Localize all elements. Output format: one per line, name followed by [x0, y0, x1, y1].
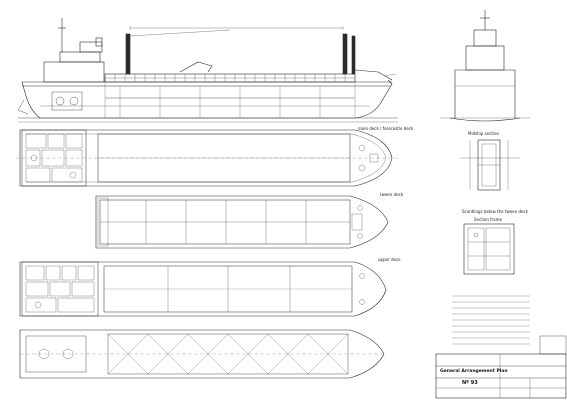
tween-deck-label: tween deck [380, 192, 404, 197]
upper-deck-plan [19, 261, 387, 317]
section-frame-label: Section frame [474, 217, 502, 222]
section-frame [463, 223, 515, 275]
main-deck-label: main deck / forecastle deck [358, 126, 414, 131]
double-bottom-plan [19, 329, 385, 379]
project-number: Nº 93 [462, 380, 478, 386]
midship-section [460, 139, 520, 191]
tween-deck-plan [95, 195, 389, 249]
drawing-title: General Arrangement Plan [440, 369, 508, 374]
front-view [440, 10, 530, 122]
midship-section-label: Midship section [468, 131, 500, 136]
particulars-table [452, 295, 530, 345]
main-deck-plan [16, 129, 398, 187]
title-block [435, 335, 567, 399]
profile-view [17, 18, 398, 123]
upper-deck-label: upper deck [378, 257, 401, 262]
scantlings-label: Scantlings below the tween deck [462, 209, 528, 214]
